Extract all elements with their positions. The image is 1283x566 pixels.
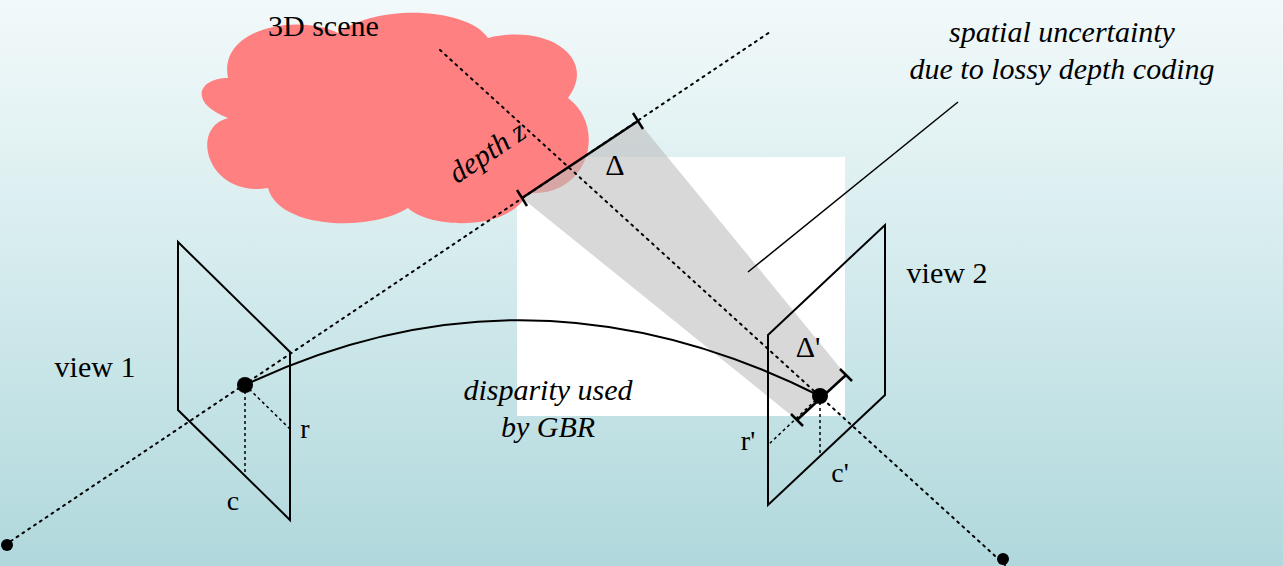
- image-plane: [178, 242, 290, 520]
- view-label: view 2: [907, 254, 988, 292]
- annotation-note: spatial uncertainty due to lossy depth c…: [910, 13, 1215, 88]
- column-label: c': [831, 455, 848, 490]
- pixel-point: [237, 377, 253, 393]
- camera-center: [997, 553, 1009, 565]
- column-line: [244, 385, 246, 476]
- row-label: r': [741, 423, 755, 458]
- column-label: c: [227, 483, 239, 518]
- white-panel: [517, 157, 845, 416]
- camera-center: [1, 539, 13, 551]
- interval-tick: [791, 414, 803, 426]
- node-label: 3D scene: [268, 8, 379, 44]
- disparity-curve: [245, 320, 820, 396]
- interval-tick: [517, 190, 527, 206]
- view1-ray: [5, 32, 770, 545]
- view2-ray: [440, 50, 1005, 565]
- projected-interval: [797, 375, 846, 420]
- delta-symbol: Δ: [605, 146, 624, 184]
- uncertainty-wedge: [522, 121, 846, 420]
- cloud-shape: [188, 8, 600, 230]
- scene-cloud: 3D scene: [188, 8, 600, 230]
- interval-tick: [840, 369, 852, 381]
- delta-symbol: Δ': [796, 328, 821, 366]
- row-label: r: [300, 411, 309, 446]
- cloud-outline: [202, 13, 589, 223]
- disparity-label: disparity used by GBR: [463, 371, 632, 446]
- view-label: view 1: [55, 348, 136, 386]
- image-plane: [768, 225, 885, 505]
- leader-line: [748, 102, 958, 272]
- row-line: [768, 396, 820, 445]
- depth-interval: [522, 121, 638, 198]
- row-line: [245, 385, 290, 429]
- interval-tick: [633, 113, 643, 129]
- column-line: [819, 396, 821, 456]
- pixel-point: [812, 388, 828, 404]
